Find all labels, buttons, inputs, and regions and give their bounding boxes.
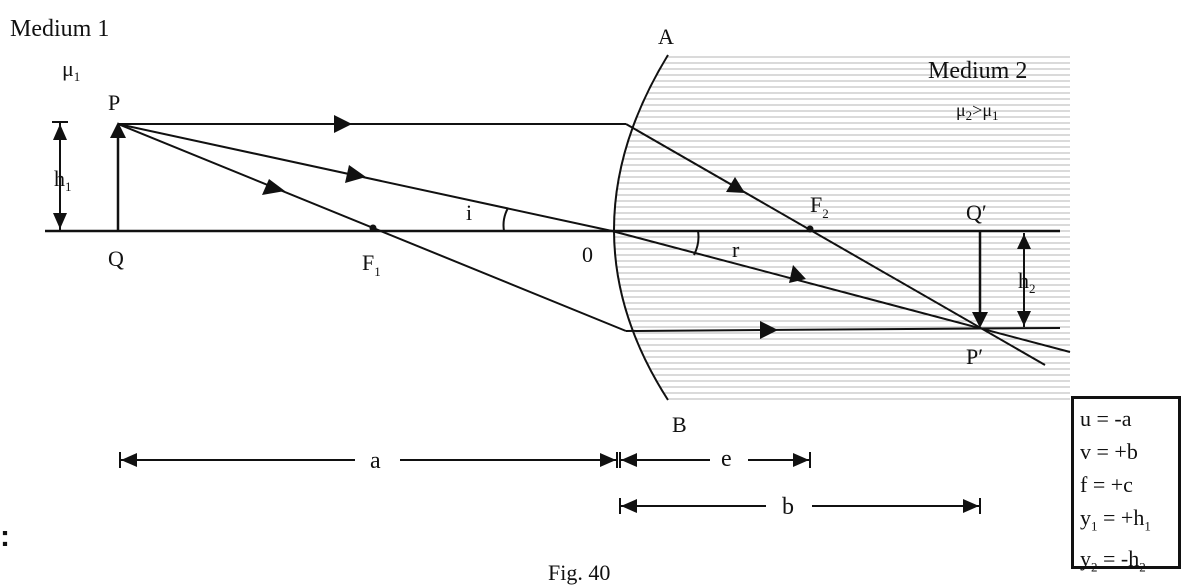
dim-a-arrow-left xyxy=(121,453,137,467)
angle-i-arc xyxy=(502,207,509,232)
medium-2-label: Medium 2 xyxy=(928,58,1027,84)
dim-a-label: a xyxy=(370,448,381,474)
legend-row-v: v = +b xyxy=(1080,439,1138,464)
ray-arrow-4 xyxy=(726,177,745,193)
dim-b-label: b xyxy=(782,494,794,520)
h1-arrow-up xyxy=(53,124,67,140)
dim-e-arrow-right xyxy=(793,453,809,467)
figure-caption: Fig. 40 xyxy=(548,560,611,585)
surface-B-label: B xyxy=(672,412,687,437)
ray-arrow-6 xyxy=(760,321,778,339)
point-Pp-label: P′ xyxy=(966,344,983,369)
angle-i-label: i xyxy=(466,200,472,225)
h2-arrow-down xyxy=(1017,311,1031,326)
ray-arrow-1 xyxy=(334,115,352,133)
ray-parallel-refracted xyxy=(625,123,1046,366)
angle-r-arc xyxy=(693,230,700,256)
dim-b-arrow-right xyxy=(963,499,979,513)
focus-F1-label: F1 xyxy=(362,250,381,279)
ray-pole-incident xyxy=(117,123,613,232)
ray-focus-refracted xyxy=(625,327,1061,332)
point-Q-label: Q xyxy=(108,246,124,271)
medium-1-label: Medium 1 xyxy=(10,16,109,42)
object-arrowhead xyxy=(110,122,126,138)
point-Qp-label: Q′ xyxy=(966,200,987,225)
pole-O-label: 0 xyxy=(582,242,593,267)
ray-arrow-3 xyxy=(262,179,285,195)
h1-arrow-down xyxy=(53,213,67,229)
legend-row-f: f = +c xyxy=(1080,472,1133,497)
sign-convention-legend: u = -a v = +b f = +c y1 = +h1 y2 = -h2 xyxy=(1071,396,1181,575)
colon-mark: : xyxy=(0,520,10,553)
dim-e-label: e xyxy=(721,446,732,472)
dim-e-arrow-left xyxy=(621,453,637,467)
angle-r-label: r xyxy=(732,237,740,262)
legend-row-u: u = -a xyxy=(1080,406,1132,431)
h2-label: h2 xyxy=(1018,268,1036,296)
medium-2-region xyxy=(614,55,1070,400)
dim-a-arrow-right xyxy=(600,453,616,467)
h2-arrow-up xyxy=(1017,234,1031,249)
ray-arrow-2 xyxy=(345,165,366,183)
image-arrowhead xyxy=(972,312,988,328)
mu-inequality-label: μ2>μ1 xyxy=(956,100,998,123)
dim-b-arrow-left xyxy=(621,499,637,513)
focus-F1-dot xyxy=(369,224,377,232)
surface-A-label: A xyxy=(658,24,674,49)
ray-pole-refracted xyxy=(611,230,1071,353)
point-P-label: P xyxy=(108,90,120,115)
legend-row-y1: y1 = +h1 xyxy=(1080,505,1151,534)
h1-label: h1 xyxy=(54,166,72,194)
focus-F2-dot xyxy=(806,225,814,233)
focus-F2-label: F2 xyxy=(810,192,829,221)
ray-arrow-5 xyxy=(789,265,806,283)
legend-row-y2: y2 = -h2 xyxy=(1080,546,1146,575)
mu1-label: μ1 xyxy=(62,56,80,84)
